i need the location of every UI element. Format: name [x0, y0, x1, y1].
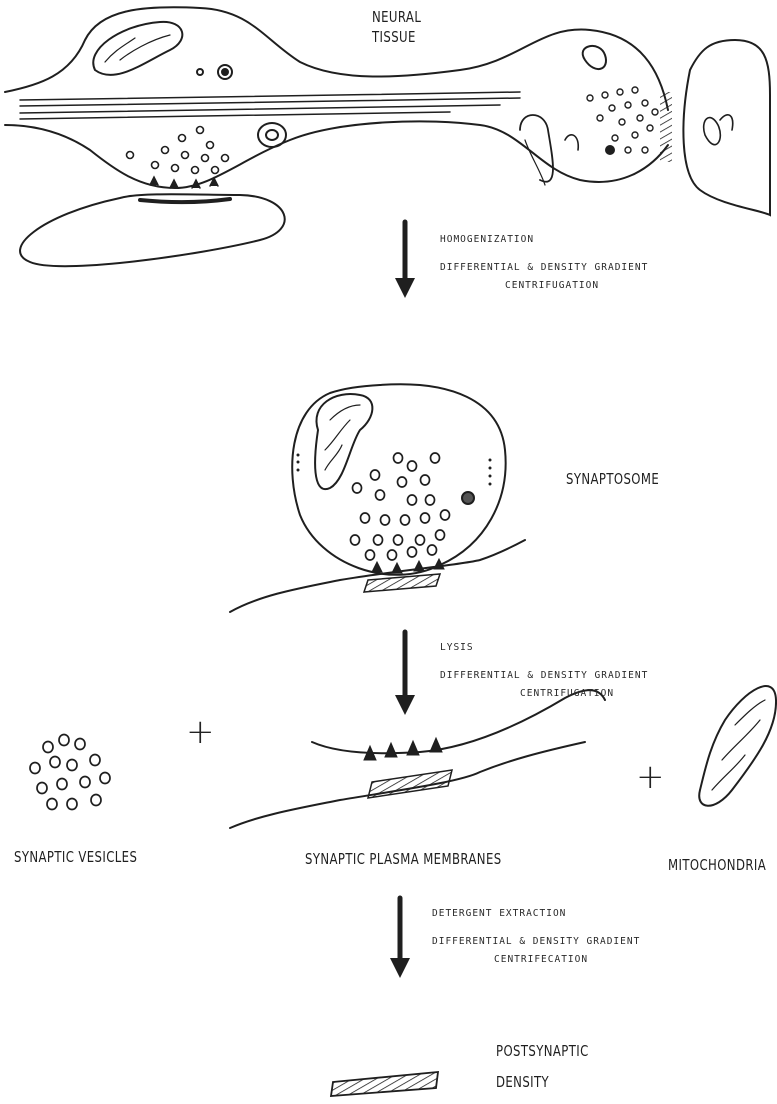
mitochondria-drawing	[699, 686, 776, 806]
plus-sign-right: +	[636, 757, 665, 797]
step-1-line-1: HOMOGENIZATION	[440, 234, 534, 245]
postsynaptic-density-drawing	[331, 1072, 438, 1096]
synaptic-vesicles-drawing	[30, 735, 110, 810]
step-1-line-2: DIFFERENTIAL & DENSITY GRADIENT	[440, 262, 648, 273]
neural-tissue-drawing	[5, 7, 770, 266]
synaptic-plasma-membranes-label: SYNAPTIC PLASMA MEMBRANES	[305, 850, 502, 868]
synaptosome-drawing	[230, 384, 525, 612]
mitochondria-label: MITOCHONDRIA	[668, 856, 766, 874]
step-2-line-2: DIFFERENTIAL & DENSITY GRADIENT	[440, 670, 648, 681]
neural-tissue-label-1: NEURAL	[372, 8, 421, 26]
step-3-line-1: DETERGENT EXTRACTION	[432, 908, 566, 919]
synaptic-vesicles-label: SYNAPTIC VESICLES	[14, 848, 137, 866]
step-3-line-3: CENTRIFECATION	[494, 954, 588, 965]
postsynaptic-label-1: POSTSYNAPTIC	[496, 1042, 589, 1060]
synaptosome-label: SYNAPTOSOME	[566, 470, 659, 488]
synaptic-plasma-membranes-drawing	[230, 690, 605, 828]
neural-tissue-label-2: TISSUE	[372, 28, 416, 46]
step-3-line-2: DIFFERENTIAL & DENSITY GRADIENT	[432, 936, 640, 947]
step-2-line-3: CENTRIFUGATION	[520, 688, 614, 699]
step-1-line-3: CENTRIFUGATION	[505, 280, 599, 291]
step-2-line-1: LYSIS	[440, 642, 474, 653]
postsynaptic-label-2: DENSITY	[496, 1073, 549, 1091]
plus-sign-left: +	[186, 712, 215, 752]
